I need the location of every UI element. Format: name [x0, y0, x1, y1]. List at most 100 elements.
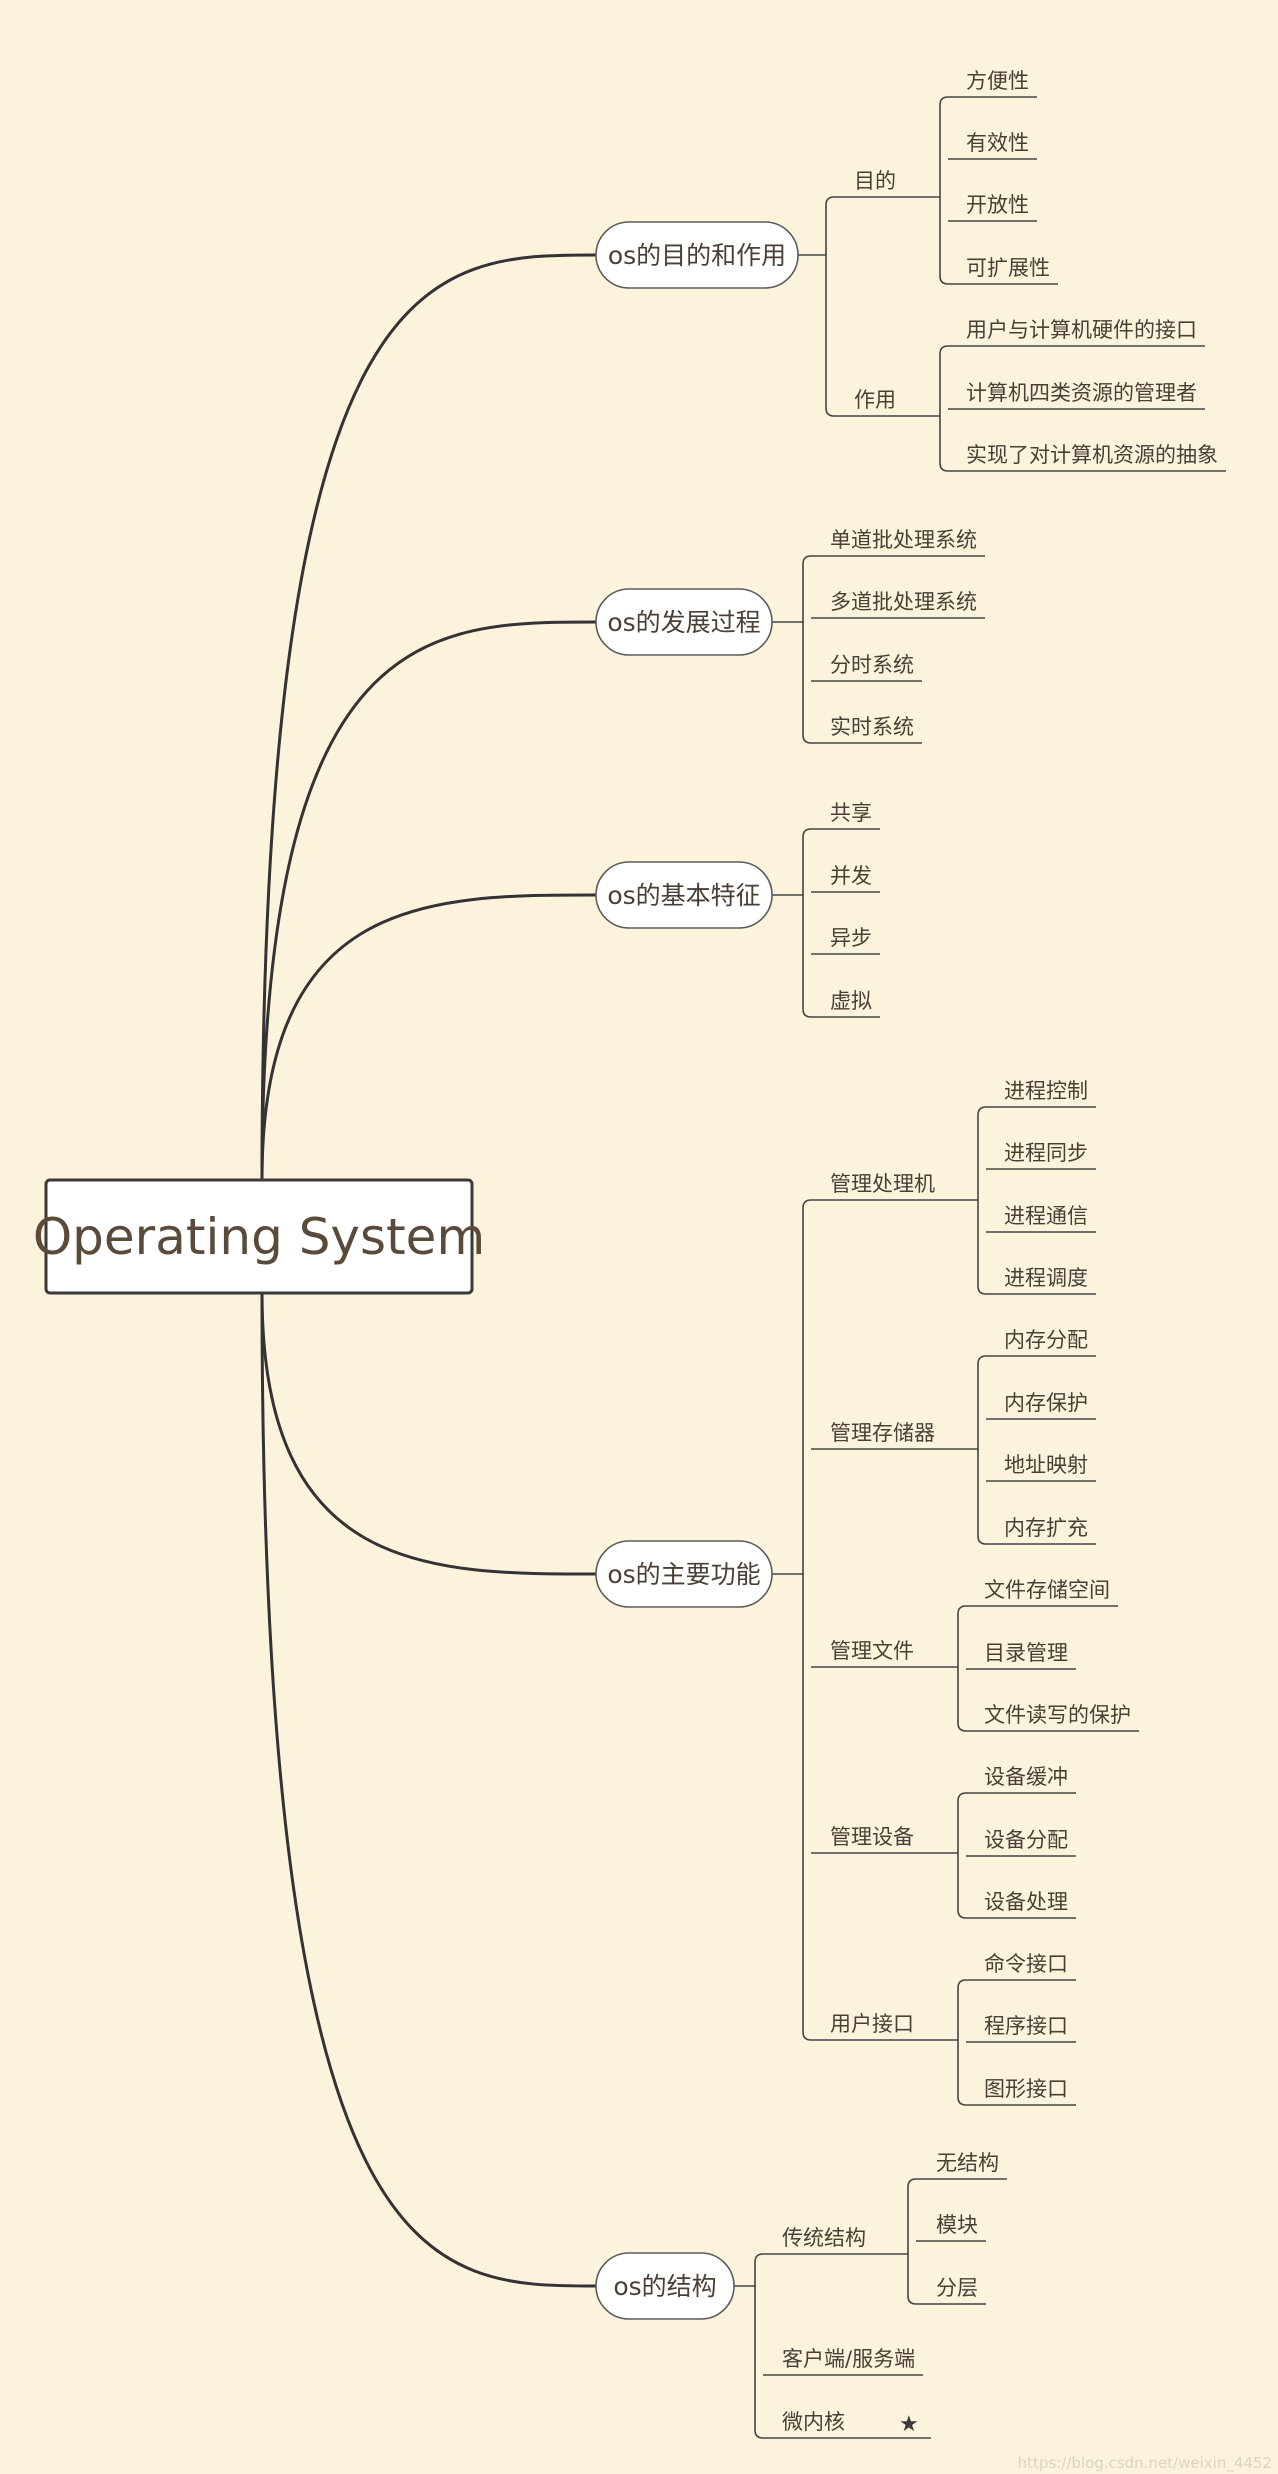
branch-node[interactable]: os的基本特征: [595, 861, 773, 929]
topic-label: 进程控制: [1004, 1079, 1088, 1103]
topic-node[interactable]: 多道批处理系统: [811, 590, 985, 619]
topic-node[interactable]: 单道批处理系统: [811, 528, 985, 557]
topic-node[interactable]: 目的: [834, 169, 904, 198]
topic-node[interactable]: 进程同步: [986, 1141, 1096, 1170]
topic-label: 地址映射: [1004, 1453, 1088, 1477]
topic-label: 内存扩充: [1004, 1516, 1088, 1540]
topic-node[interactable]: 计算机四类资源的管理者: [948, 381, 1205, 410]
branch-node-label: os的目的和作用: [608, 241, 786, 270]
topic-node[interactable]: 虚拟: [811, 989, 880, 1018]
trunk-curve: [260, 1292, 597, 1576]
topic-node[interactable]: 进程控制: [986, 1079, 1096, 1108]
topic-label: 管理文件: [830, 1639, 914, 1663]
topic-node[interactable]: 微内核★: [763, 2410, 931, 2439]
topic-node[interactable]: 地址映射: [986, 1453, 1096, 1482]
topic-label: 实时系统: [830, 715, 914, 739]
topic-label: 分层: [936, 2276, 978, 2300]
topic-label: 单道批处理系统: [830, 528, 977, 552]
topic-label: 文件读写的保护: [984, 1703, 1131, 1727]
watermark-text: https://blog.csdn.net/weixin_4452: [1018, 2454, 1272, 2473]
topic-label: 可扩展性: [966, 256, 1050, 280]
topic-node[interactable]: 共享: [811, 801, 880, 830]
topic-label: 设备分配: [984, 1828, 1068, 1852]
branch-node[interactable]: os的目的和作用: [595, 221, 799, 289]
topic-node[interactable]: 实时系统: [811, 715, 922, 744]
topic-node[interactable]: 模块: [916, 2213, 986, 2242]
topic-label: 微内核: [782, 2410, 845, 2434]
topic-node[interactable]: 管理文件: [811, 1639, 922, 1668]
topic-node[interactable]: 分层: [916, 2276, 986, 2305]
topic-label: 无结构: [936, 2151, 999, 2175]
branch-node-box: [595, 221, 799, 289]
topic-label: 用户接口: [830, 2012, 914, 2036]
topic-node[interactable]: 无结构: [916, 2151, 1007, 2180]
topic-node[interactable]: 传统结构: [763, 2226, 874, 2255]
branch-node[interactable]: os的发展过程: [595, 588, 773, 656]
topic-label: 有效性: [966, 131, 1029, 155]
branch-connectors: [734, 96, 987, 2439]
topic-label: 命令接口: [984, 1952, 1068, 1976]
topic-node[interactable]: 客户端/服务端: [763, 2347, 924, 2376]
topic-label: 内存分配: [1004, 1328, 1088, 1352]
root-node[interactable]: Operating System: [33, 1178, 485, 1295]
topic-node[interactable]: 进程调度: [986, 1266, 1096, 1295]
topic-node[interactable]: 图形接口: [966, 2077, 1076, 2106]
branch-node-label: os的基本特征: [607, 881, 760, 910]
branch-node-box: [595, 861, 773, 929]
topic-node[interactable]: 文件存储空间: [966, 1578, 1118, 1607]
topic-label: 计算机四类资源的管理者: [966, 381, 1197, 405]
child-bracket: [802, 1199, 812, 2041]
branch-node-label: os的主要功能: [607, 1560, 760, 1589]
topic-label: 实现了对计算机资源的抽象: [966, 443, 1218, 467]
topic-node[interactable]: 进程通信: [986, 1204, 1096, 1233]
topic-label: 进程调度: [1004, 1266, 1088, 1290]
root-node-box: [44, 1178, 474, 1295]
trunk-curve: [260, 620, 597, 1181]
topic-node[interactable]: 管理设备: [811, 1825, 922, 1854]
topic-node[interactable]: 有效性: [948, 131, 1037, 160]
child-bracket: [957, 1979, 967, 2106]
trunk-curve: [260, 1292, 597, 2288]
topic-label: 文件存储空间: [984, 1578, 1110, 1602]
child-bracket: [939, 345, 949, 472]
topic-node[interactable]: 方便性: [948, 69, 1037, 98]
topic-label: 传统结构: [782, 2226, 866, 2250]
topic-node[interactable]: 并发: [811, 864, 880, 893]
topic-node[interactable]: 实现了对计算机资源的抽象: [948, 443, 1226, 472]
topic-node[interactable]: 程序接口: [966, 2014, 1076, 2043]
topic-node[interactable]: 可扩展性: [948, 256, 1058, 285]
topic-node[interactable]: 内存保护: [986, 1391, 1096, 1420]
branch-node-box: [595, 1540, 773, 1608]
topic-node[interactable]: 异步: [811, 926, 880, 955]
topic-node[interactable]: 内存分配: [986, 1328, 1096, 1357]
topic-label: 异步: [830, 926, 872, 950]
branch-node[interactable]: os的主要功能: [595, 1540, 773, 1608]
trunk-curve: [260, 893, 597, 1181]
trunk-connectors: [260, 253, 597, 2288]
child-bracket: [802, 828, 812, 1018]
child-bracket: [957, 1792, 967, 1919]
trunk-curve: [260, 253, 597, 1181]
topic-label: 管理处理机: [830, 1172, 935, 1196]
topic-node[interactable]: 内存扩充: [986, 1516, 1096, 1545]
topic-node[interactable]: 用户接口: [811, 2012, 922, 2041]
branch-node[interactable]: os的结构: [595, 2252, 735, 2320]
topic-node[interactable]: 目录管理: [966, 1641, 1076, 1670]
topic-label: 分时系统: [830, 653, 914, 677]
topic-node[interactable]: 命令接口: [966, 1952, 1076, 1981]
topic-node[interactable]: 分时系统: [811, 653, 922, 682]
topic-node[interactable]: 设备缓冲: [966, 1765, 1076, 1794]
topic-node[interactable]: 文件读写的保护: [966, 1703, 1139, 1732]
topic-node[interactable]: 用户与计算机硬件的接口: [948, 318, 1205, 347]
topic-node[interactable]: 管理存储器: [811, 1421, 943, 1450]
topic-label: 进程通信: [1004, 1204, 1088, 1228]
topic-node[interactable]: 设备分配: [966, 1828, 1076, 1857]
topic-label: 多道批处理系统: [830, 590, 977, 614]
topic-node[interactable]: 设备处理: [966, 1890, 1076, 1919]
topic-label: 用户与计算机硬件的接口: [966, 318, 1197, 342]
topic-node[interactable]: 作用: [834, 388, 904, 417]
topic-node[interactable]: 开放性: [948, 193, 1037, 222]
child-bracket: [825, 196, 835, 417]
topic-node[interactable]: 管理处理机: [811, 1172, 943, 1201]
child-bracket: [977, 1106, 987, 1295]
